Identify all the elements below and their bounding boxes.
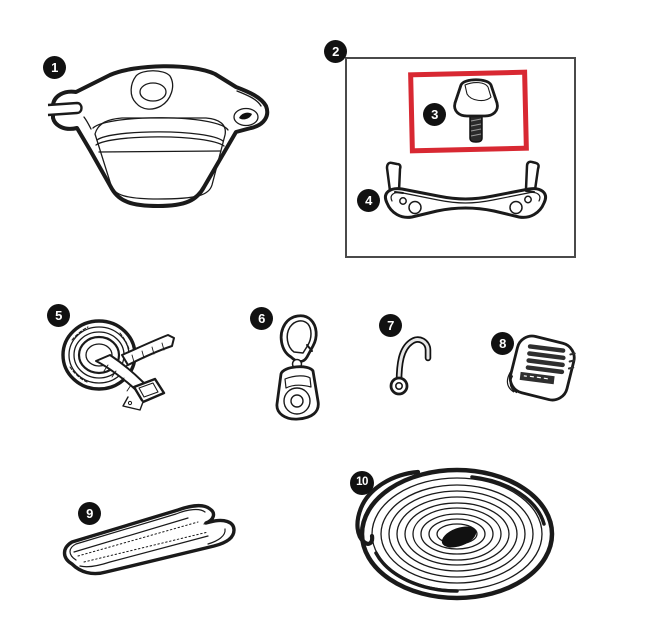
buckle-cap-illustration: [506, 334, 576, 402]
coiled-cord-illustration: [355, 467, 555, 601]
part-2-badge: 2: [324, 40, 347, 63]
part-4-badge: 4: [357, 189, 380, 212]
part-3-badge: 3: [423, 103, 446, 126]
part-2-number: 2: [332, 44, 339, 59]
part-10-badge: 10: [350, 471, 374, 495]
hardware-group-box: [345, 57, 576, 258]
part-9-number: 9: [86, 506, 93, 521]
part-6-number: 6: [258, 311, 265, 326]
part-7-number: 7: [387, 318, 394, 333]
mounting-bracket-illustration: [384, 160, 547, 219]
j-hook-illustration: [389, 336, 432, 396]
part-10-number: 10: [356, 476, 368, 489]
strap-roll-buckle-illustration: [61, 319, 175, 411]
part-7-badge: 7: [379, 314, 402, 337]
part-1-badge: 1: [43, 56, 66, 79]
carabiner-pulley-illustration: [275, 314, 320, 421]
part-9-badge: 9: [78, 502, 101, 525]
folded-strap-illustration: [62, 504, 236, 576]
part-4-number: 4: [365, 193, 372, 208]
part-3-number: 3: [431, 107, 438, 122]
part-5-badge: 5: [47, 304, 70, 327]
knob-bolt-illustration: [453, 78, 499, 143]
part-8-number: 8: [499, 336, 506, 351]
part-6-badge: 6: [250, 307, 273, 330]
part-5-number: 5: [55, 308, 62, 323]
cover-housing-illustration: [47, 64, 270, 208]
part-1-number: 1: [51, 60, 58, 75]
part-8-badge: 8: [491, 332, 514, 355]
